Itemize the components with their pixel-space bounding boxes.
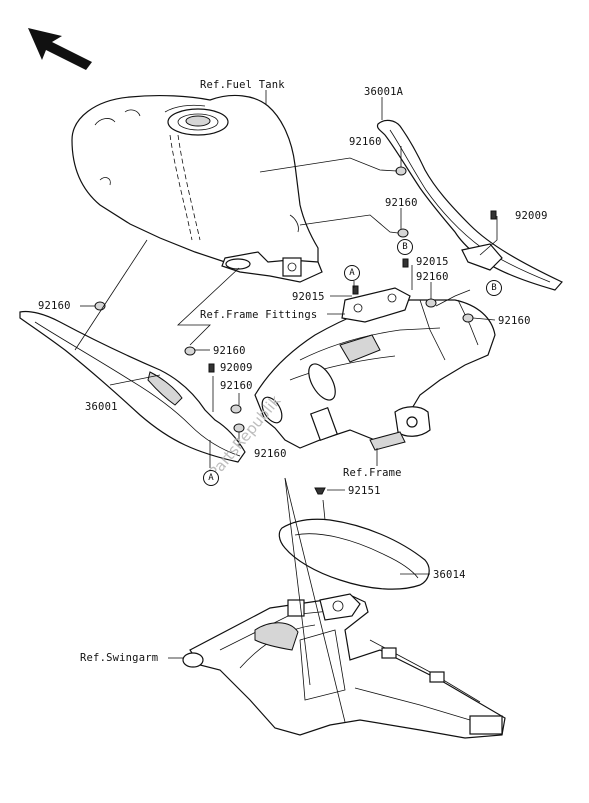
- label-92160-e: 92160: [213, 345, 246, 357]
- marker-b-bottom: B: [486, 280, 502, 296]
- fuel-tank: [71, 94, 323, 283]
- label-ref-frame: Ref.Frame: [343, 467, 402, 479]
- label-92160-a: 92160: [349, 136, 382, 148]
- label-92160-g: 92160: [254, 448, 287, 460]
- side-cover-right: [376, 119, 563, 291]
- label-92015-b: 92015: [292, 291, 325, 303]
- cover-36014: [278, 518, 430, 590]
- label-36014: 36014: [433, 569, 466, 581]
- swingarm: [182, 593, 506, 739]
- marker-a-top: A: [344, 265, 360, 281]
- front-direction-arrow-icon: [28, 28, 92, 70]
- fasteners: [94, 166, 497, 495]
- label-ref-swingarm: Ref.Swingarm: [80, 652, 159, 664]
- label-36001A: 36001A: [364, 86, 404, 98]
- marker-a-bottom: A: [203, 470, 219, 486]
- side-cover-left: [19, 310, 246, 463]
- label-ref-fuel-tank: Ref.Fuel Tank: [200, 79, 285, 91]
- label-36001: 36001: [85, 401, 118, 413]
- label-92160-b: 92160: [385, 197, 418, 209]
- label-ref-frame-fittings: Ref.Frame Fittings: [200, 309, 318, 321]
- leader-lines: [74, 90, 498, 723]
- label-92160-f: 92160: [220, 380, 253, 392]
- label-92160-c: 92160: [416, 271, 449, 283]
- frame: [254, 287, 496, 451]
- label-92009-b: 92009: [220, 362, 253, 374]
- label-92151: 92151: [348, 485, 381, 497]
- label-92015-a: 92015: [416, 256, 449, 268]
- label-92009-a: 92009: [515, 210, 548, 222]
- marker-b-top: B: [397, 239, 413, 255]
- label-92160-left: 92160: [38, 300, 71, 312]
- label-92160-d: 92160: [498, 315, 531, 327]
